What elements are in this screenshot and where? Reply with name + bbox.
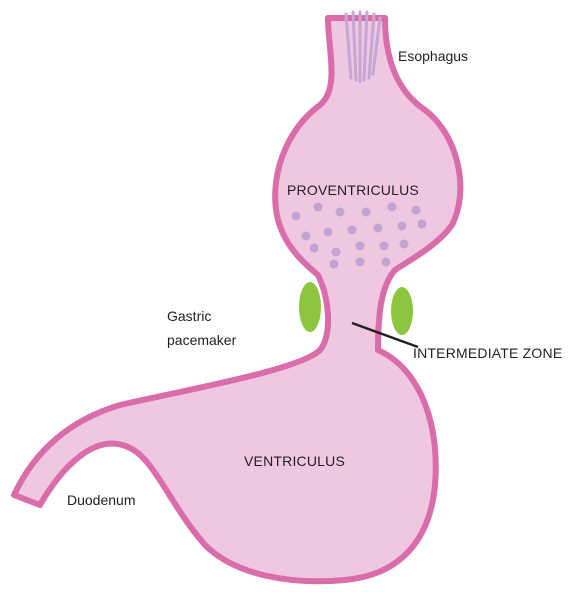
gastric-pacemaker-label-line1: Gastric (167, 308, 211, 324)
proventriculus-label: PROVENTRICULUS (287, 182, 419, 198)
esophagus-label: Esophagus (398, 48, 468, 64)
gastric-pacemaker-label-line2: pacemaker (167, 332, 237, 348)
gastric-pacemaker-right (391, 287, 413, 335)
duodenum-label: Duodenum (67, 492, 136, 508)
ventriculus-label: VENTRICULUS (244, 453, 345, 469)
intermediate-zone-label: INTERMEDIATE ZONE (413, 345, 562, 361)
gastric-pacemaker-left (299, 282, 321, 332)
